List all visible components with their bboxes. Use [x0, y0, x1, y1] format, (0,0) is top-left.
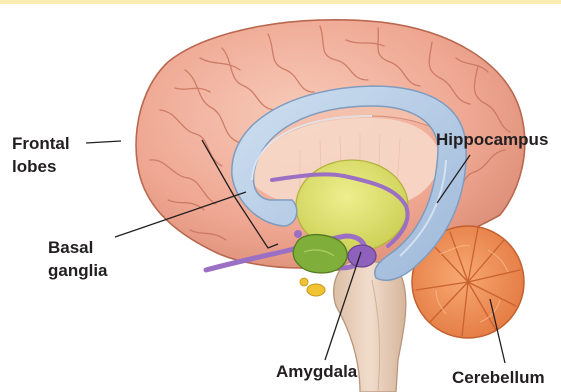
top-band [0, 0, 561, 4]
basal-ganglia [293, 235, 347, 273]
label-cerebellum-text: Cerebellum [452, 366, 545, 389]
label-hippocampus-text: Hippocampus [436, 128, 548, 151]
label-hippocampus: Hippocampus [436, 128, 548, 151]
label-basal-line2: ganglia [48, 259, 108, 282]
label-frontal-line1: Frontal [12, 132, 70, 155]
label-basal-ganglia: Basal ganglia [48, 236, 108, 282]
frontal-leader [86, 141, 121, 143]
label-cerebellum: Cerebellum [452, 366, 545, 389]
label-frontal-line2: lobes [12, 155, 70, 178]
label-amygdala: Amygdala [276, 360, 357, 383]
label-amygdala-text: Amygdala [276, 360, 357, 383]
pituitary [300, 278, 325, 296]
label-basal-line1: Basal [48, 236, 108, 259]
label-frontal-lobes: Frontal lobes [12, 132, 70, 178]
